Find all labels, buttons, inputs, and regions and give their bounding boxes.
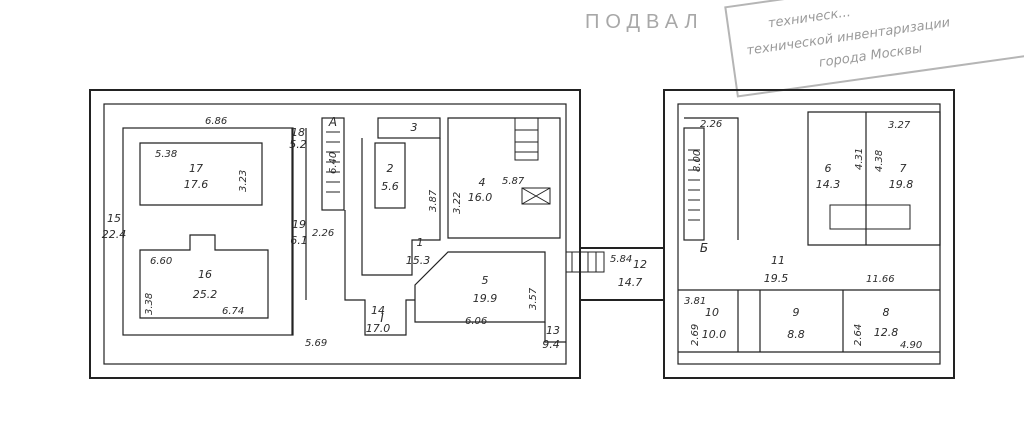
room-11-area: 19.5 xyxy=(764,272,789,285)
dim-label: 3.27 xyxy=(888,120,911,131)
archive-stamp: техническ... технической инвентаризации … xyxy=(724,0,1024,98)
room-15-number: 15 xyxy=(107,212,121,225)
room-1-number: 1 xyxy=(417,236,424,249)
room-9-area: 8.8 xyxy=(787,328,805,341)
room-13-number: 13 xyxy=(546,324,560,337)
room-3-number: 3 xyxy=(411,121,418,134)
room-19-area: 6.1 xyxy=(290,234,308,247)
room-14-area: 17.0 xyxy=(366,322,391,335)
room-6-area: 14.3 xyxy=(816,178,841,191)
dim-label: 5.84 xyxy=(610,254,632,265)
room-5-number: 5 xyxy=(482,274,489,287)
dim-label: 3.38 xyxy=(144,293,155,315)
connector-corridor xyxy=(566,247,664,301)
room-17-number: 17 xyxy=(189,162,203,175)
room-12-area: 14.7 xyxy=(618,276,643,289)
room-17-area: 17.6 xyxy=(184,178,209,191)
dim-label: 4.90 xyxy=(900,340,922,351)
room-6-number: 6 xyxy=(825,162,832,175)
dim-label: 2.64 xyxy=(853,324,864,346)
dim-label: 3.23 xyxy=(238,170,249,192)
stamp-line-1: техническ... xyxy=(767,5,852,31)
stair-labels: А I Б xyxy=(328,115,708,325)
room-7-area: 19.8 xyxy=(889,178,914,191)
room-labels: 17 17.6 16 25.2 15 22.4 18 5.2 19 6.1 2 … xyxy=(102,121,914,351)
dim-label: 3.57 xyxy=(528,287,539,310)
left-stairs xyxy=(326,117,551,205)
dim-label: 4.38 xyxy=(874,150,885,172)
room-18-area: 5.2 xyxy=(289,138,307,151)
dim-label: 6.86 xyxy=(205,116,227,127)
dim-label: 6.06 xyxy=(465,316,487,327)
dim-label: 8.00 xyxy=(692,150,703,172)
dim-label: 4.31 xyxy=(854,148,865,170)
stair-b-label: Б xyxy=(700,241,708,255)
room-4-area: 16.0 xyxy=(468,191,493,204)
dim-label: 3.22 xyxy=(452,192,463,214)
dim-label: 5.87 xyxy=(502,176,525,187)
room-16-area: 25.2 xyxy=(193,288,218,301)
room-14-number: 14 xyxy=(371,304,385,317)
dim-label: 3.87 xyxy=(428,189,439,212)
right-building-walls xyxy=(663,89,955,379)
dim-label: 5.38 xyxy=(155,149,177,160)
dim-label: 2.26 xyxy=(700,119,722,130)
dim-label: 6.40 xyxy=(328,152,339,174)
dim-label: 2.69 xyxy=(690,324,701,346)
room-7-number: 7 xyxy=(900,162,907,175)
dim-label: 6.74 xyxy=(222,306,244,317)
room-10-number: 10 xyxy=(705,306,719,319)
left-building-walls xyxy=(89,89,581,379)
room-13-area: 9.4 xyxy=(542,338,560,351)
dim-label: 3.81 xyxy=(684,296,706,307)
room-10-area: 10.0 xyxy=(702,328,727,341)
room-4-number: 4 xyxy=(479,176,486,189)
room-19-number: 19 xyxy=(292,218,306,231)
stair-i-label: I xyxy=(380,311,384,325)
room-9-number: 9 xyxy=(793,306,800,319)
dim-label: 5.69 xyxy=(305,338,327,349)
room-15-area: 22.4 xyxy=(102,228,127,241)
plan-title: ПОДВАЛ xyxy=(585,11,704,33)
dimension-labels: 6.86 5.38 3.23 6.60 3.38 6.74 5.69 2.26 … xyxy=(144,116,922,351)
room-2-number: 2 xyxy=(387,162,394,175)
room-12-number: 12 xyxy=(633,258,647,271)
room-2-area: 5.6 xyxy=(381,180,399,193)
room-11-number: 11 xyxy=(771,254,785,267)
room-5-area: 19.9 xyxy=(473,292,498,305)
dim-label: 11.66 xyxy=(866,274,895,285)
right-stairs xyxy=(688,149,700,221)
room-8-number: 8 xyxy=(883,306,890,319)
room-1-area: 15.3 xyxy=(406,254,431,267)
stair-a-label: А xyxy=(328,115,337,129)
room-16-number: 16 xyxy=(198,268,212,281)
dim-label: 6.60 xyxy=(150,256,172,267)
room-8-area: 12.8 xyxy=(874,326,899,339)
room-18-number: 18 xyxy=(291,126,305,139)
dim-label: 2.26 xyxy=(312,228,334,239)
